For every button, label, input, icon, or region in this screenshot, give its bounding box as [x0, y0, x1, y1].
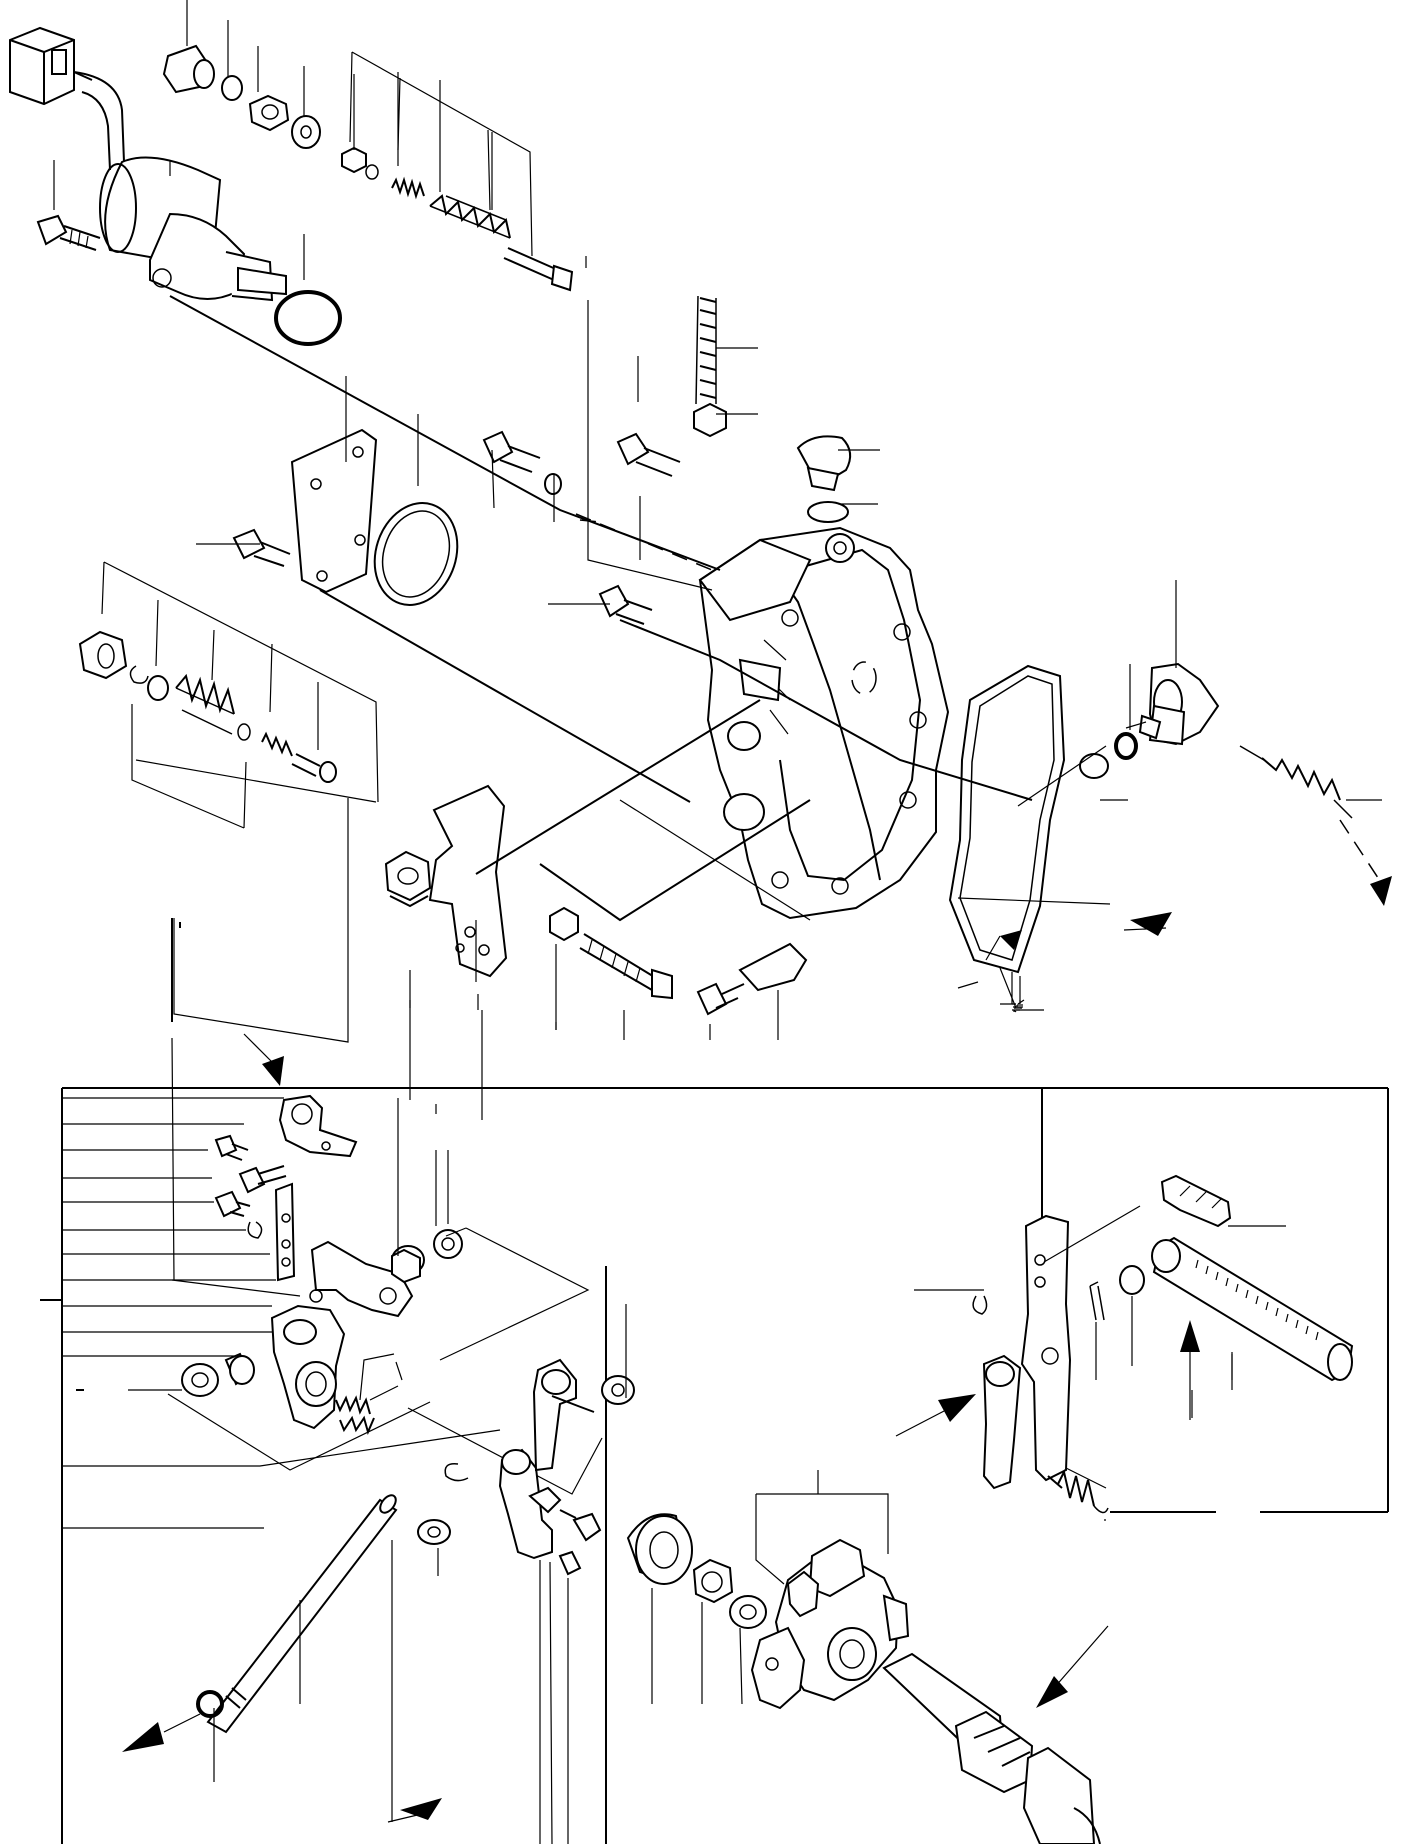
direction-arrow: [1339, 819, 1392, 906]
arrow-indicator: [1180, 1320, 1200, 1420]
flange-nut: [384, 850, 432, 908]
o-ring: [1114, 732, 1138, 760]
lock-nut: [693, 402, 727, 438]
tension-spring: [1047, 1469, 1109, 1514]
bushing: [224, 1352, 255, 1386]
small-spring: [261, 731, 293, 757]
arrow-indicator: [243, 1033, 284, 1086]
leader-line: [351, 51, 533, 257]
housing-gasket-inner: [959, 675, 1055, 961]
washer: [433, 1229, 463, 1259]
washer: [729, 1595, 767, 1629]
solenoid-bolt: [36, 214, 101, 251]
adjusting-bolt: [579, 933, 673, 1000]
leader-line: [173, 798, 349, 1043]
washer: [221, 75, 243, 101]
link-bolt: [1160, 1174, 1232, 1228]
cover-bolt: [232, 528, 291, 567]
stopper-plate: [274, 1182, 296, 1282]
leader-lines-right: [914, 1205, 1286, 1521]
adjusting-spring: [335, 1395, 375, 1435]
spring-rod: [1151, 1236, 1354, 1382]
leader-lines-bottom: [213, 1304, 743, 1844]
cam-lever: [498, 1358, 595, 1560]
snap-ring: [444, 1463, 469, 1482]
retaining-clip: [738, 942, 808, 992]
collar: [391, 1245, 425, 1284]
small-bolt: [214, 1190, 251, 1218]
camshaft-end: [882, 1652, 1101, 1844]
lever-shaft: [1138, 662, 1220, 746]
leader-line: [101, 561, 379, 829]
stop-screw: [695, 295, 717, 405]
adjusting-screw: [503, 247, 574, 292]
direction-arrow: [1123, 912, 1172, 936]
weight-carrier: [750, 1538, 910, 1710]
washer: [1119, 1265, 1145, 1295]
gasket-washer: [807, 501, 849, 523]
washer: [1079, 753, 1109, 779]
lever-bracket: [278, 1094, 358, 1158]
hex-nut: [692, 1558, 734, 1604]
spring-pin: [291, 753, 337, 783]
small-bolt: [214, 1134, 249, 1161]
stop-lever-plate: [428, 784, 508, 978]
washer: [601, 1375, 635, 1405]
solenoid-body: [99, 156, 287, 302]
leader-lines-middle: [196, 347, 1382, 1120]
adjusting-spring: [429, 194, 511, 239]
snap-ring: [972, 1295, 988, 1315]
direction-arrow: [1036, 1625, 1109, 1708]
leader-lines-connecting: [169, 256, 1147, 922]
cam-disk: [626, 1513, 693, 1585]
small-ring: [365, 164, 379, 180]
leader-lines-upper: [53, 0, 493, 280]
return-spring: [1239, 745, 1353, 819]
wire-harness: [73, 71, 125, 171]
governor-housing: [698, 526, 950, 920]
arrow-indicator: [387, 1798, 442, 1823]
governor-lever: [270, 1240, 414, 1430]
leader-line: [359, 1353, 395, 1401]
large-seal-ring: [373, 502, 459, 606]
cover-plate: [290, 428, 378, 594]
lock-washer: [247, 1221, 263, 1239]
arrow-indicator: [895, 1394, 976, 1437]
o-ring: [274, 290, 342, 346]
small-spring: [391, 176, 425, 200]
clip-bolt: [696, 982, 745, 1016]
small-bolt: [238, 1165, 287, 1194]
hex-nut: [78, 630, 128, 680]
washer: [291, 115, 321, 149]
throttle-link: [982, 1214, 1072, 1490]
small-ring: [237, 723, 251, 741]
washer: [417, 1519, 451, 1545]
bolt: [616, 432, 681, 477]
cotter-pin: [1089, 1281, 1105, 1321]
adjuster-cap: [162, 44, 215, 94]
washer: [181, 1363, 219, 1397]
pin: [559, 1509, 602, 1542]
connector-plug: [9, 26, 93, 106]
washer: [544, 473, 562, 495]
housing-gasket: [948, 664, 1066, 974]
plug: [796, 435, 852, 492]
washer: [147, 675, 169, 701]
bolt: [598, 584, 653, 625]
control-shaft: [196, 1494, 398, 1734]
leader-line: [755, 1470, 889, 1585]
spring-pin: [558, 1550, 582, 1576]
snap-ring: [129, 665, 149, 684]
small-nut: [341, 146, 367, 174]
governor-spring: [175, 673, 235, 735]
leader-lines-lower: [62, 1037, 603, 1495]
lock-nut: [549, 906, 579, 942]
arrow-indicator: [122, 1713, 201, 1752]
nut: [248, 94, 290, 132]
bolt: [482, 430, 541, 473]
